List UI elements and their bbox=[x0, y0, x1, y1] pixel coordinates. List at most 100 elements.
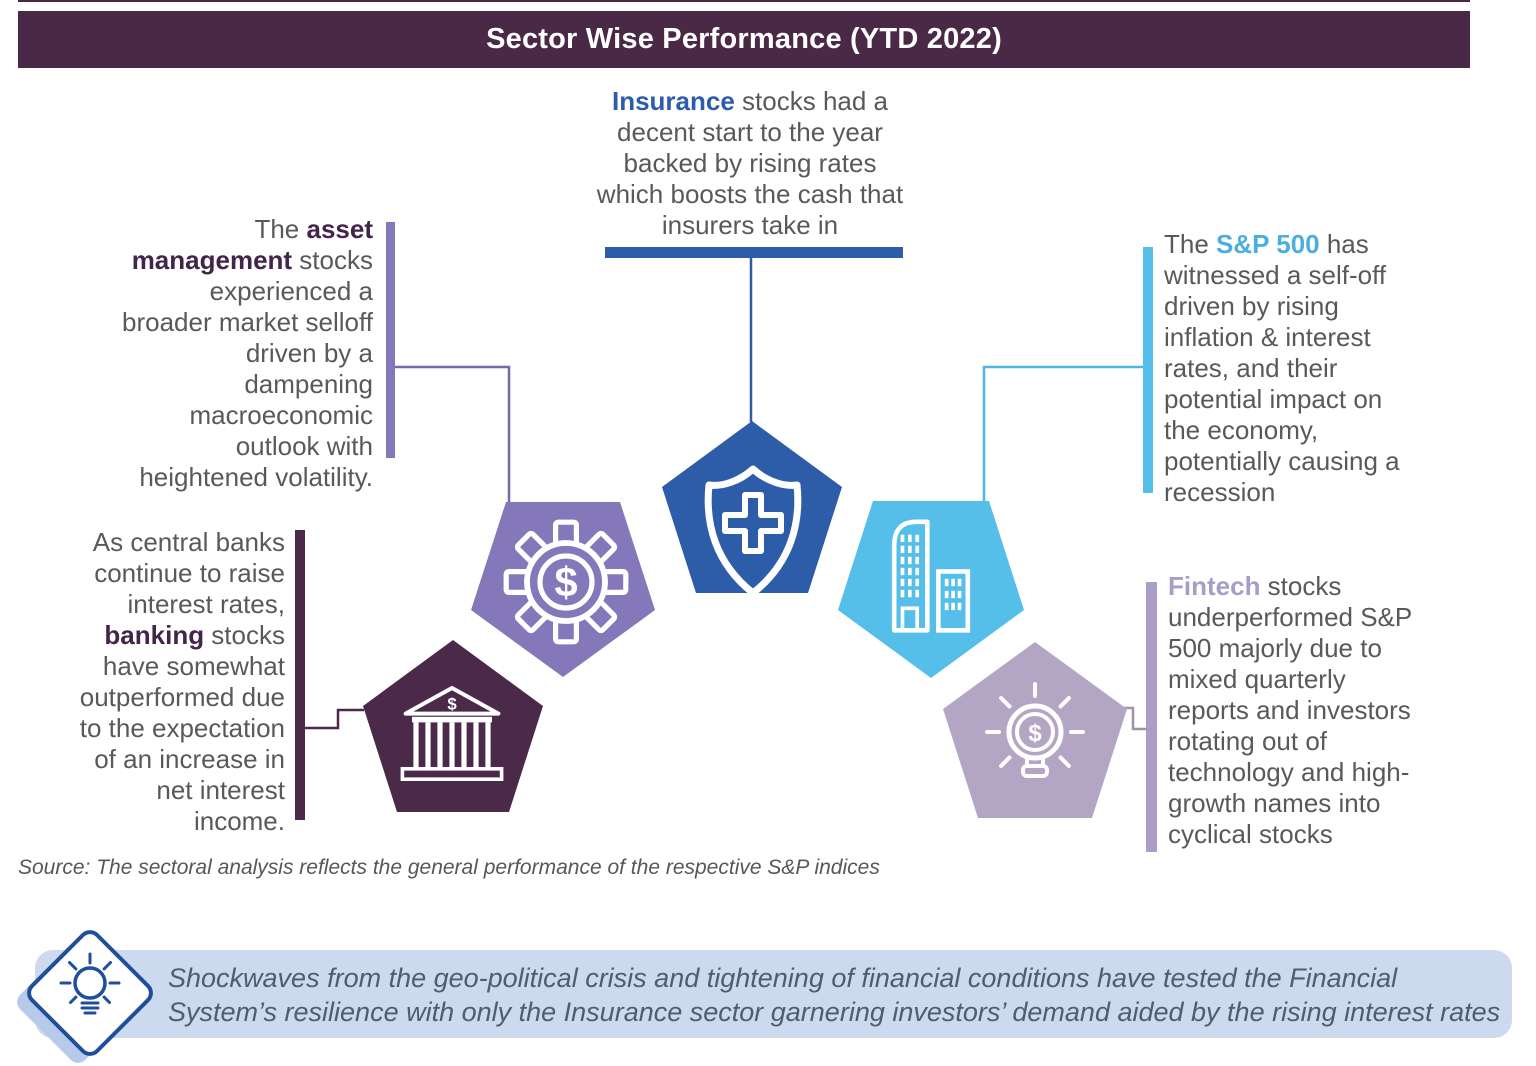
title-bar: Sector Wise Performance (YTD 2022) bbox=[18, 11, 1470, 68]
text-run: the economy, bbox=[1164, 415, 1319, 445]
text-run: stocks had a bbox=[734, 86, 889, 116]
text-run: potentially causing a bbox=[1164, 446, 1400, 476]
text-line: cyclical stocks bbox=[1168, 819, 1483, 850]
dollar-glyph: $ bbox=[554, 558, 577, 605]
pentagon-shape bbox=[363, 640, 543, 812]
callout-line-2: System’s resilience with only the Insura… bbox=[168, 997, 1501, 1027]
text-line: insurers take in bbox=[540, 210, 960, 241]
text-line: dampening bbox=[63, 369, 373, 400]
banking-pentagon: $ bbox=[363, 640, 543, 812]
text-run: The bbox=[254, 214, 307, 244]
callout-line-1: Shockwaves from the geo-political crisis… bbox=[168, 963, 1398, 993]
fintech-connector-line bbox=[1118, 706, 1147, 731]
fintech-pentagon: $ bbox=[943, 642, 1127, 818]
text-line: to the expectation bbox=[15, 713, 285, 744]
text-run: of an increase in bbox=[94, 744, 285, 774]
text-line: 500 majorly due to bbox=[1168, 633, 1483, 664]
text-line: Insurance stocks had a bbox=[540, 86, 960, 117]
sector-keyword: asset bbox=[306, 214, 374, 244]
text-run: have somewhat bbox=[102, 651, 285, 681]
text-run: decent start to the year bbox=[617, 117, 883, 147]
text-line: interest rates, bbox=[15, 589, 285, 620]
pentagon-shape bbox=[838, 501, 1024, 678]
text-run: growth names into bbox=[1168, 788, 1381, 818]
text-line: decent start to the year bbox=[540, 117, 960, 148]
sp500-connector-line bbox=[982, 365, 1143, 502]
top-border-line bbox=[18, 0, 1470, 2]
text-line: experienced a bbox=[63, 276, 373, 307]
text-run: As central banks bbox=[92, 527, 285, 557]
pentagon-shape bbox=[943, 642, 1127, 818]
text-line: heightened volatility. bbox=[63, 462, 373, 493]
text-run: witnessed a self-off bbox=[1164, 260, 1387, 290]
text-line: management stocks bbox=[63, 245, 373, 276]
text-run: outlook with bbox=[235, 431, 373, 461]
sector-keyword: banking bbox=[104, 620, 205, 650]
asset-management-pentagon: $ bbox=[471, 502, 655, 677]
text-line: driven by a bbox=[63, 338, 373, 369]
sector-keyword: management bbox=[131, 245, 293, 275]
sector-keyword: Fintech bbox=[1168, 571, 1261, 601]
text-line: growth names into bbox=[1168, 788, 1483, 819]
asset-connector-line bbox=[395, 365, 511, 503]
text-run: inflation & interest bbox=[1164, 322, 1371, 352]
lightbulb-dollar-icon: $ bbox=[985, 682, 1085, 778]
text-run: to the expectation bbox=[79, 713, 285, 743]
text-line: the economy, bbox=[1164, 415, 1464, 446]
text-run: cyclical stocks bbox=[1168, 819, 1333, 849]
text-run: potential impact on bbox=[1164, 384, 1383, 414]
text-line: technology and high- bbox=[1168, 757, 1483, 788]
text-run: mixed quarterly bbox=[1168, 664, 1346, 694]
text-line: underperformed S&P bbox=[1168, 602, 1483, 633]
text-run: dampening bbox=[244, 369, 373, 399]
text-line: Fintech stocks bbox=[1168, 571, 1483, 602]
gear-dollar-icon: $ bbox=[503, 519, 629, 645]
text-line: of an increase in bbox=[15, 744, 285, 775]
text-line: As central banks bbox=[15, 527, 285, 558]
text-run: broader market selloff bbox=[122, 307, 373, 337]
sp500-pentagon bbox=[838, 501, 1024, 678]
pentagon-shape bbox=[662, 421, 842, 593]
text-run: technology and high- bbox=[1168, 757, 1410, 787]
page-title: Sector Wise Performance (YTD 2022) bbox=[486, 23, 1002, 55]
sp500-accent-bar bbox=[1143, 247, 1153, 493]
text-run: reports and investors bbox=[1168, 695, 1411, 725]
text-run: rates, and their bbox=[1164, 353, 1338, 383]
text-line: banking stocks bbox=[15, 620, 285, 651]
text-run: recession bbox=[1164, 477, 1276, 507]
text-line: broader market selloff bbox=[63, 307, 373, 338]
text-run: stocks bbox=[204, 620, 285, 650]
banking-connector-line bbox=[305, 708, 364, 730]
text-line: mixed quarterly bbox=[1168, 664, 1483, 695]
text-line: continue to raise bbox=[15, 558, 285, 589]
text-line: rates, and their bbox=[1164, 353, 1464, 384]
fintech-accent-bar bbox=[1146, 582, 1157, 852]
callout-banner bbox=[35, 950, 1512, 1038]
insurance-accent-bar bbox=[605, 247, 903, 258]
text-run: heightened volatility. bbox=[139, 462, 373, 492]
text-run: The bbox=[1164, 229, 1217, 259]
asset-accent-bar bbox=[386, 222, 395, 458]
text-line: outperformed due bbox=[15, 682, 285, 713]
text-line: backed by rising rates bbox=[540, 148, 960, 179]
text-run: driven by rising bbox=[1164, 291, 1339, 321]
text-run: driven by a bbox=[245, 338, 373, 368]
text-line: net interest bbox=[15, 775, 285, 806]
text-line: driven by rising bbox=[1164, 291, 1464, 322]
text-run: continue to raise bbox=[94, 558, 285, 588]
text-line: recession bbox=[1164, 477, 1464, 508]
bank-building-icon: $ bbox=[400, 685, 504, 782]
text-run: experienced a bbox=[209, 276, 373, 306]
sector-keyword: Insurance bbox=[611, 86, 735, 116]
text-run: has bbox=[1319, 229, 1369, 259]
text-line: reports and investors bbox=[1168, 695, 1483, 726]
city-buildings-icon bbox=[891, 519, 971, 633]
text-run: income. bbox=[193, 806, 285, 836]
text-line: income. bbox=[15, 806, 285, 837]
text-run: macroeconomic bbox=[189, 400, 373, 430]
